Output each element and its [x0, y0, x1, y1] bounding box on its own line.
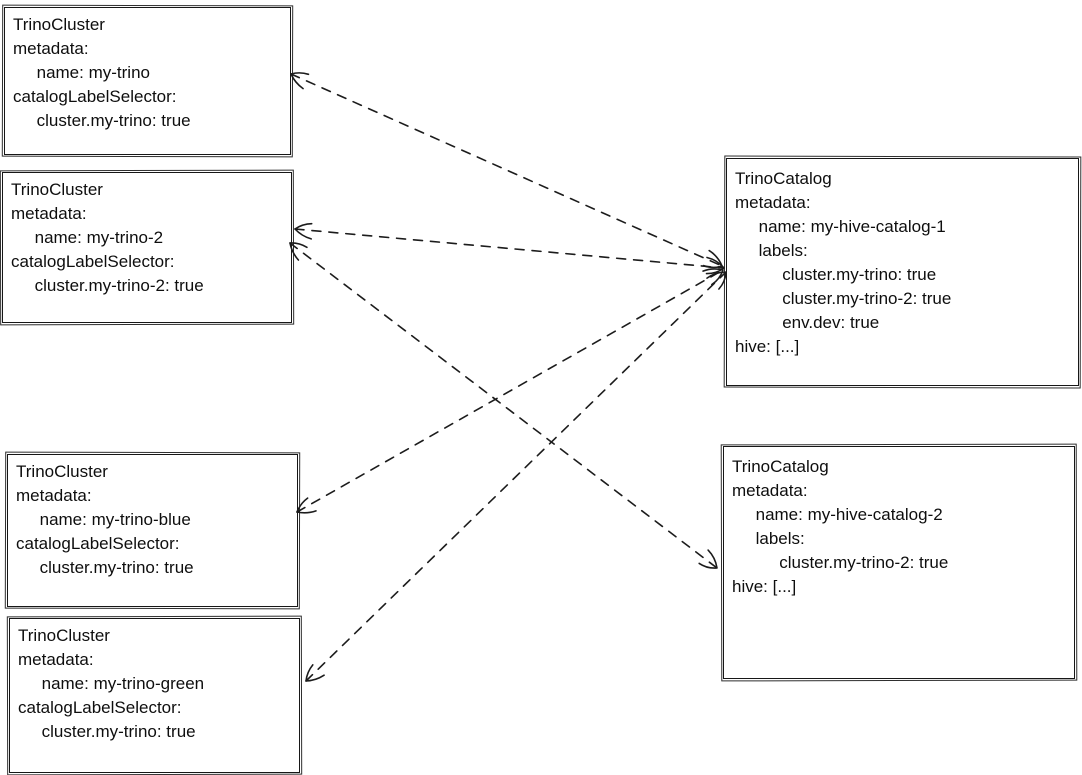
node-text-line: TrinoCluster	[16, 462, 108, 481]
node-text-line: name: my-trino-2	[11, 228, 164, 247]
node-text-line: cluster.my-trino: true	[735, 265, 937, 284]
edge-e4-arrowhead-catalog	[706, 271, 727, 290]
edge-e1-arrowhead-catalog	[702, 249, 723, 269]
node-text-line: catalogLabelSelector:	[11, 252, 175, 271]
node-text-line: metadata:	[732, 481, 808, 500]
edge-my-hive-catalog-1-my-trino-green-line	[305, 271, 727, 682]
edge-my-hive-catalog-1-my-trino-2-line	[294, 228, 725, 269]
edge-e5-arrowhead-cluster	[289, 242, 308, 261]
edge-e2-arrowhead-cluster	[294, 222, 313, 240]
node-text-line: cluster.my-trino: true	[13, 111, 191, 130]
node-text-line: catalogLabelSelector:	[16, 534, 180, 553]
node-trinocluster-my-trino: TrinoCluster metadata: name: my-trino cata…	[4, 7, 291, 155]
node-text-line: hive: [...]	[732, 577, 797, 596]
edge-e5-arrowhead-catalog	[698, 549, 718, 569]
edge-my-hive-catalog-1-my-trino-blue-line	[296, 269, 724, 513]
node-text-line: env.dev: true	[735, 313, 880, 332]
edge-e1-arrowhead-cluster	[290, 72, 310, 90]
node-trinocluster-my-trino-green: TrinoCluster metadata: name: my-trino-gre…	[9, 618, 300, 773]
node-text-line: metadata:	[18, 650, 94, 669]
node-text-line: metadata:	[13, 39, 89, 58]
node-trinocluster-my-trino-blue: TrinoCluster metadata: name: my-trino-blu…	[7, 454, 298, 607]
node-text-line: labels:	[732, 529, 805, 548]
node-text-line: name: my-hive-catalog-2	[732, 505, 943, 524]
node-text-line: cluster.my-trino-2: true	[732, 553, 949, 572]
node-text-line: cluster.my-trino: true	[16, 558, 194, 577]
node-text-line: cluster.my-trino: true	[18, 722, 196, 741]
node-text-line: metadata:	[735, 193, 811, 212]
node-text-line: cluster.my-trino-2: true	[11, 276, 204, 295]
node-text-line: TrinoCatalog	[735, 169, 832, 188]
node-text-line: TrinoCluster	[11, 180, 103, 199]
node-text-line: hive: [...]	[735, 337, 800, 356]
node-text-line: catalogLabelSelector:	[18, 698, 182, 717]
edge-e4-arrowhead-cluster	[305, 664, 325, 682]
node-trinocluster-my-trino-2: TrinoCluster metadata: name: my-trino-2 ca…	[2, 172, 292, 323]
node-text-line: labels:	[735, 241, 808, 260]
node-text-line: cluster.my-trino-2: true	[735, 289, 952, 308]
edge-e3-arrowhead-catalog	[702, 268, 724, 286]
node-trinocatalog-my-hive-catalog-1: TrinoCatalog metadata: name: my-hive-cata…	[726, 158, 1079, 386]
node-text-line: metadata:	[11, 204, 87, 223]
node-text-line: name: my-trino-blue	[16, 510, 191, 529]
node-trinocatalog-my-hive-catalog-2: TrinoCatalog metadata: name: my-hive-cata…	[723, 446, 1075, 679]
node-text-line: metadata:	[16, 486, 92, 505]
node-text-line: TrinoCluster	[18, 626, 110, 645]
edge-my-hive-catalog-1-my-trino-line	[290, 73, 723, 267]
edge-e2-arrowhead-catalog	[705, 256, 725, 275]
node-text-line: TrinoCluster	[13, 15, 105, 34]
node-text-line: name: my-trino	[13, 63, 150, 82]
node-text-line: name: my-trino-green	[18, 674, 205, 693]
edge-my-hive-catalog-2-my-trino-2-line	[289, 242, 718, 569]
node-text-line: name: my-hive-catalog-1	[735, 217, 946, 236]
node-text-line: TrinoCatalog	[732, 457, 829, 476]
edge-e3-arrowhead-cluster	[296, 497, 317, 514]
node-text-line: catalogLabelSelector:	[13, 87, 177, 106]
